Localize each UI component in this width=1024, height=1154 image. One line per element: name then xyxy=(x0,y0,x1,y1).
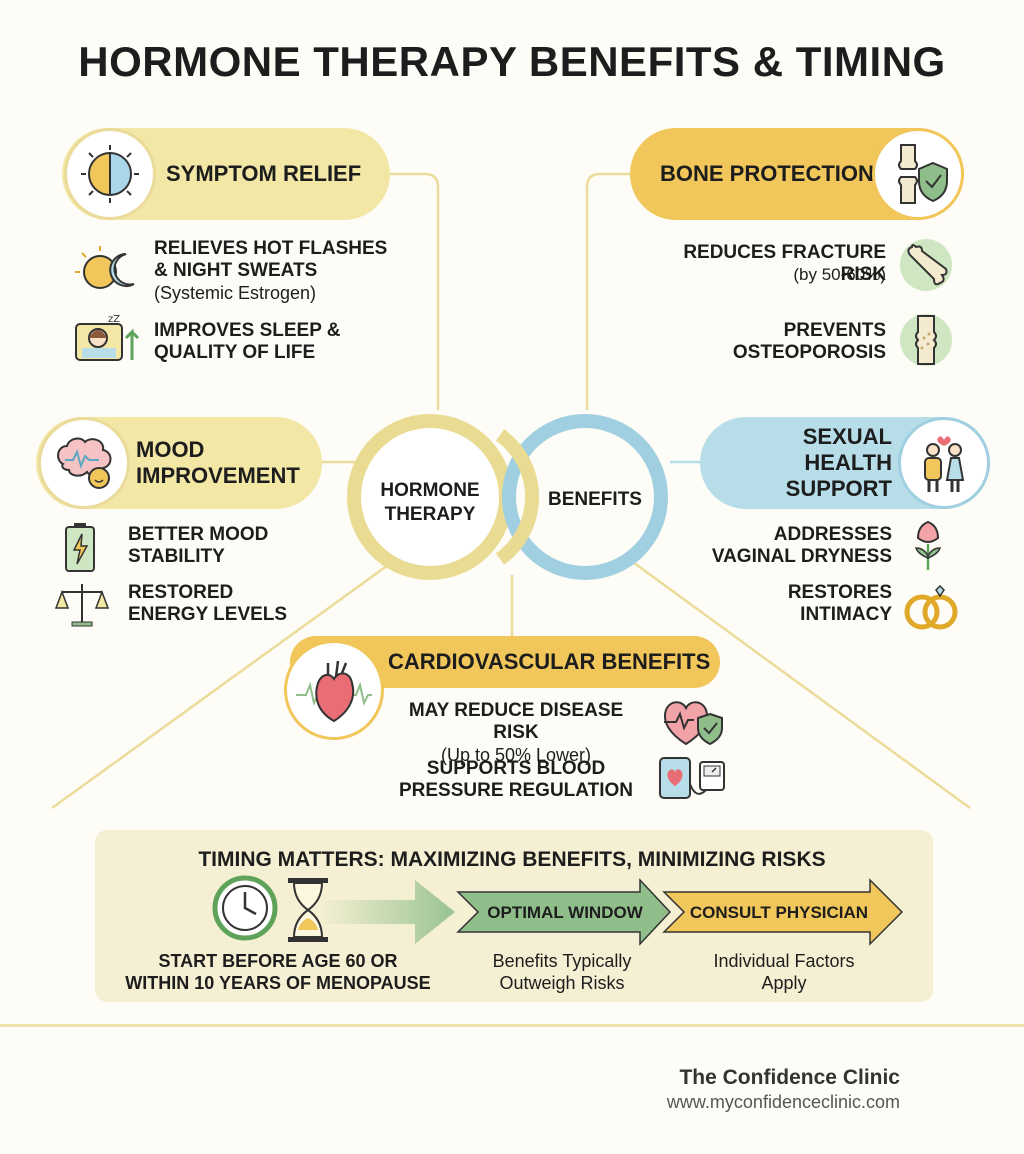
sexual-item-intimacy: RESTORES INTIMACY xyxy=(787,582,892,625)
sleep-icon: zZ xyxy=(74,312,146,369)
heart-icon xyxy=(284,640,384,740)
venn-label-benefits: BENEFITS xyxy=(548,489,642,510)
venn-circle-right xyxy=(502,414,668,580)
bone-item-fracture: REDUCES FRACTURE RISK xyxy=(683,242,886,285)
optimal-window-desc: Benefits Typically Outweigh Risks xyxy=(492,951,632,993)
footer-clinic-name: The Confidence Clinic xyxy=(679,1066,900,1089)
timing-fade-arrow xyxy=(320,880,455,944)
sexual-item-dryness: ADDRESSES VAGINAL DRYNESS xyxy=(711,524,892,567)
venn-label-hormone-therapy: HORMONE THERAPY xyxy=(380,480,480,525)
bone-item-fracture-sub: RISK (by 50-60%) xyxy=(793,265,886,284)
balance-scale-icon xyxy=(54,580,110,633)
sun-moon-icon xyxy=(64,128,156,220)
flower-icon xyxy=(910,518,946,577)
brain-icon xyxy=(38,417,130,509)
bone-icon xyxy=(898,237,954,298)
timing-title: TIMING MATTERS: MAXIMIZING BENEFITS, MIN… xyxy=(198,848,826,871)
cardio-item-blood-pressure: SUPPORTS BLOOD PRESSURE REGULATION xyxy=(398,758,633,801)
footer-divider xyxy=(0,1024,1024,1027)
mood-item-energy: RESTORED ENERGY LEVELS xyxy=(128,582,288,625)
joint-shield-icon xyxy=(872,128,964,220)
symptom-item-sleep: IMPROVES SLEEP & QUALITY OF LIFE xyxy=(154,320,341,363)
osteoporosis-joint-icon xyxy=(898,312,954,373)
consult-physician-label: CONSULT PHYSICIAN xyxy=(689,903,869,922)
clock-icon xyxy=(212,875,278,941)
heart-shield-icon xyxy=(660,694,726,751)
battery-icon xyxy=(64,522,96,577)
couple-icon xyxy=(898,417,990,509)
optimal-window-label: OPTIMAL WINDOW xyxy=(487,903,643,922)
svg-text:zZ: zZ xyxy=(108,314,120,325)
mood-item-stability: BETTER MOOD STABILITY xyxy=(128,524,269,567)
bone-item-osteoporosis: PREVENTS OSTEOPOROSIS xyxy=(732,320,886,363)
cardio-item-disease-risk: MAY REDUCE DISEASE RISK (Up to 50% Lower… xyxy=(408,700,624,765)
consult-physician-desc: Individual Factors Apply xyxy=(713,951,855,993)
rings-icon xyxy=(902,584,962,637)
consult-physician-arrow xyxy=(662,878,904,946)
page-title: HORMONE THERAPY BENEFITS & TIMING xyxy=(78,38,946,85)
footer-url[interactable]: www.myconfidenceclinic.com xyxy=(666,1092,900,1112)
optimal-window-arrow xyxy=(456,878,672,946)
hourglass-icon xyxy=(288,878,328,942)
moon-icon xyxy=(74,240,146,301)
symptom-item-hot-flashes: RELIEVES HOT FLASHES & NIGHT SWEATS (Sys… xyxy=(154,238,388,303)
blood-pressure-monitor-icon xyxy=(658,754,728,809)
timing-start-text: START BEFORE AGE 60 OR WITHIN 10 YEARS O… xyxy=(125,951,431,993)
